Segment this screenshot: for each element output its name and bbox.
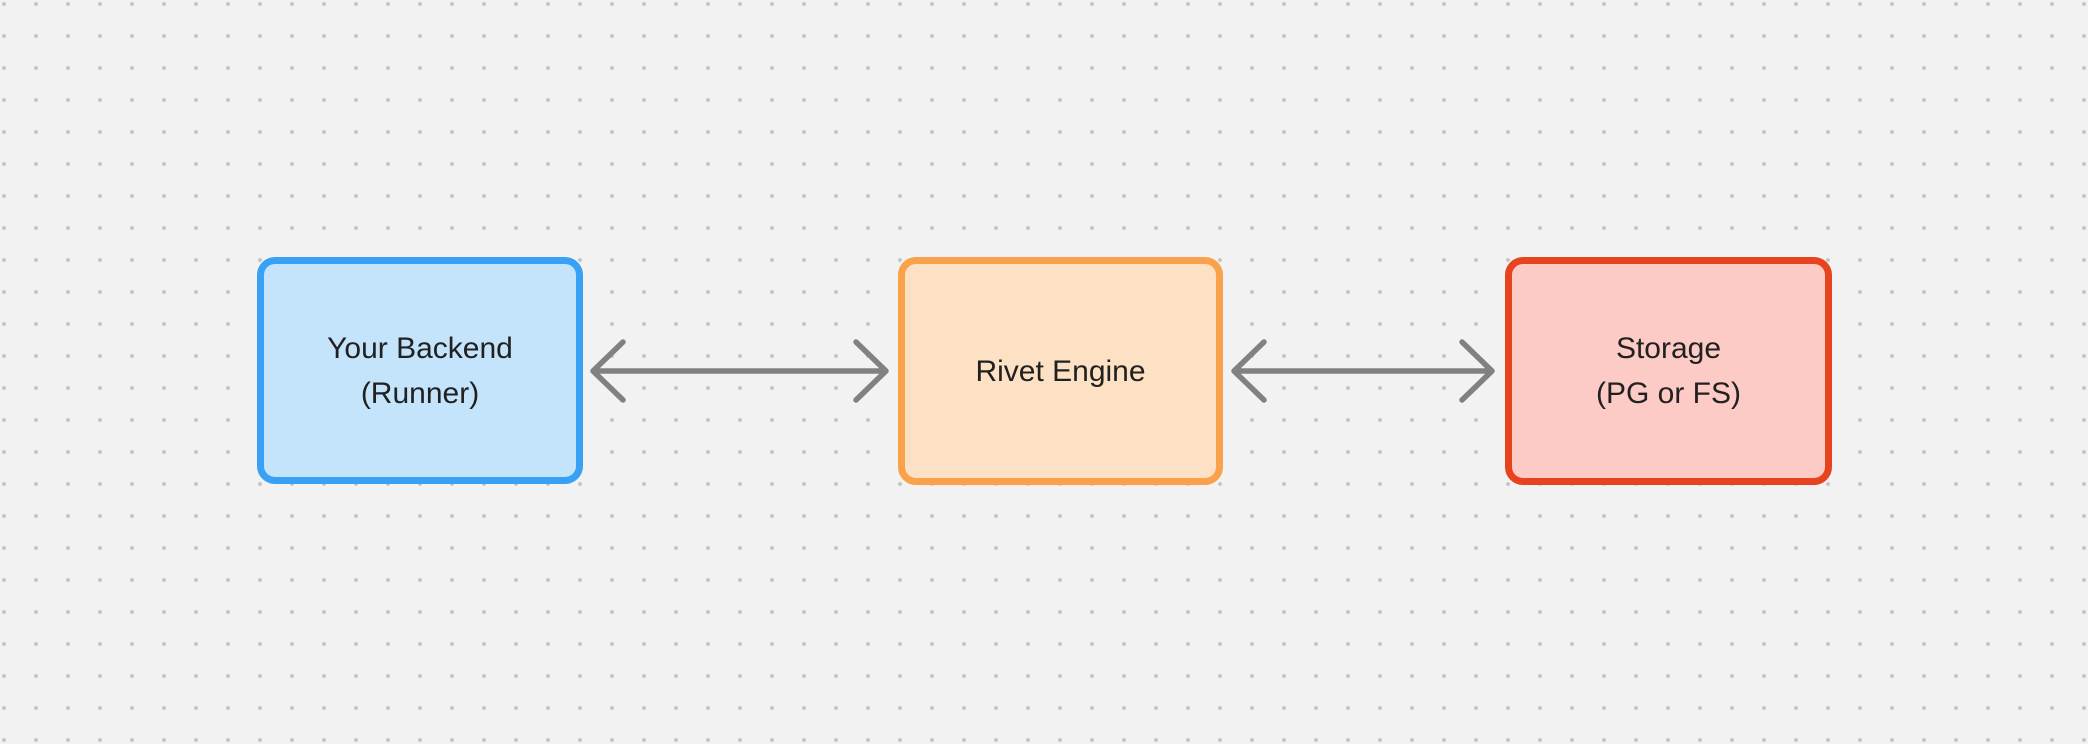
node-rivet-engine: Rivet Engine	[898, 257, 1223, 485]
node-label-line: Your Backend	[327, 331, 513, 365]
node-label-line: (Runner)	[360, 376, 480, 410]
node-your-backend: Your Backend (Runner)	[257, 257, 583, 484]
node-label-line: Storage	[1615, 332, 1722, 365]
node-storage: Storage (PG or FS)	[1505, 257, 1832, 485]
node-label-line: Rivet Engine	[975, 354, 1146, 388]
arrow-engine-storage	[1231, 339, 1495, 403]
arrow-backend-engine	[590, 339, 889, 403]
node-label-line: (PG or FS)	[1595, 377, 1741, 410]
